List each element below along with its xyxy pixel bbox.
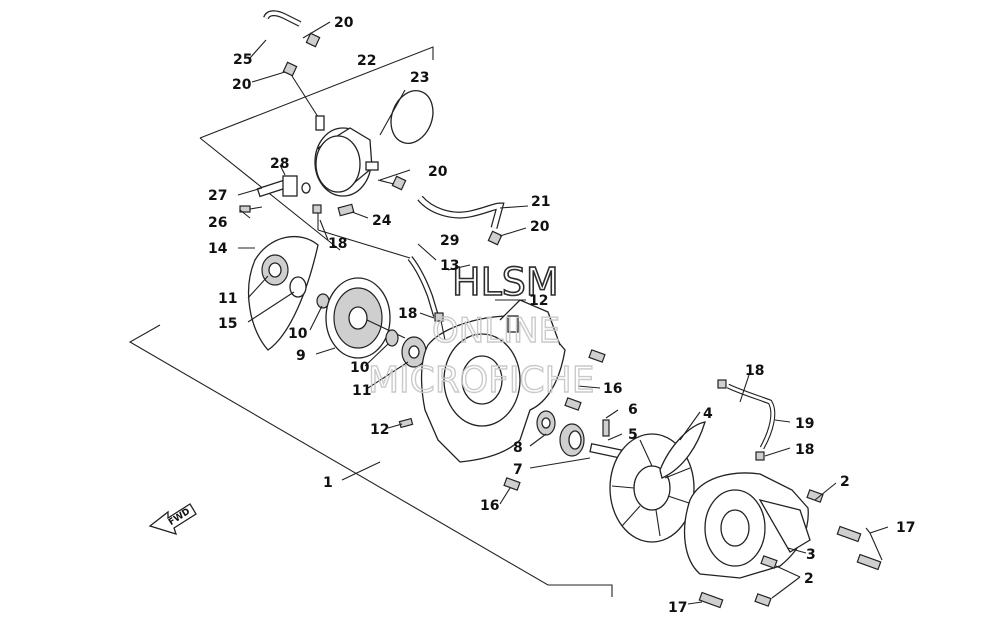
watermark-line2: ONLINE (432, 311, 560, 351)
watermark-line3: MICROFICHE (368, 360, 594, 401)
bearing-11-right (401, 336, 427, 368)
callout-label: 8 (513, 440, 523, 456)
callout-label: 25 (233, 52, 252, 68)
callout-label: 2 (840, 474, 850, 490)
pin-18-lower (434, 312, 444, 322)
pin-12-lower (398, 417, 414, 429)
callout-label: 17 (896, 520, 915, 536)
hose-21 (417, 195, 505, 229)
callout-label: 18 (795, 442, 814, 458)
callout-label: 6 (628, 402, 638, 418)
screws-17 (698, 525, 882, 609)
callout-label: 28 (270, 156, 289, 172)
hose-25 (263, 10, 302, 62)
screw-24 (337, 203, 355, 217)
screws-16 (503, 349, 606, 491)
clamp-20-top (305, 32, 321, 48)
fwd-arrow-icon: FWD (148, 503, 197, 535)
callout-label: 22 (357, 53, 376, 69)
fitting-27 (256, 175, 298, 198)
callout-label: 20 (530, 219, 550, 235)
hose-19 (726, 383, 776, 450)
seal-11-left (261, 254, 289, 286)
watermark-line1: HLSM (452, 260, 559, 304)
callout-label: 19 (795, 416, 814, 432)
clamp-20-mid (391, 175, 407, 191)
pin-18-upper (312, 204, 322, 214)
callout-label: 13 (440, 258, 459, 274)
pump-cover-3 (683, 472, 811, 579)
callout-label: 4 (703, 406, 713, 422)
gear-9 (325, 277, 406, 359)
ring-15 (289, 276, 307, 298)
callout-label: 18 (398, 306, 417, 322)
callout-label: 27 (208, 188, 227, 204)
callout-labels: 25 20 20 22 23 20 28 27 24 21 26 20 18 1… (208, 15, 915, 616)
callout-label: 10 (350, 360, 370, 376)
callout-label: 1 (323, 475, 333, 491)
housing-13 (420, 299, 566, 463)
hose-29 (407, 256, 439, 317)
screw-26 (239, 205, 263, 213)
callout-label: 2 (804, 571, 814, 587)
cap-23 (390, 90, 434, 144)
oring-28 (301, 182, 311, 194)
callout-label: 24 (372, 213, 392, 229)
callout-label: 29 (440, 233, 459, 249)
callout-label: 12 (370, 422, 389, 438)
assembly-bracket-1 (128, 324, 613, 597)
pin-6 (602, 419, 610, 437)
callout-label: 26 (208, 215, 227, 231)
clamp-20-right (487, 230, 503, 246)
callout-label: 18 (328, 236, 347, 252)
callout-label: 16 (603, 381, 622, 397)
impeller-4 (609, 421, 706, 543)
callout-label: 18 (745, 363, 764, 379)
callout-label: 20 (428, 164, 448, 180)
callout-label: 12 (529, 293, 548, 309)
callout-label: 15 (218, 316, 237, 332)
callout-label: 23 (410, 70, 429, 86)
leader-lines (237, 21, 889, 605)
callout-label: 7 (513, 462, 523, 478)
gasket-14 (247, 235, 319, 351)
seal-8 (536, 410, 556, 436)
callout-label: 5 (628, 427, 638, 443)
callout-label: 10 (288, 326, 308, 342)
callout-label: 9 (296, 348, 306, 364)
watermark: HLSM ONLINE MICROFICHE (367, 259, 595, 402)
pin-18-right (755, 451, 765, 461)
callout-label: 3 (806, 547, 816, 563)
callout-label: 20 (334, 15, 354, 31)
callout-label: 11 (218, 291, 237, 307)
callout-label: 20 (232, 77, 252, 93)
callout-label: 16 (480, 498, 499, 514)
bushing-7 (559, 423, 585, 457)
pin-18-right-top (717, 379, 727, 389)
reservoir-22 (314, 115, 379, 197)
callout-label: 11 (352, 383, 371, 399)
callout-label: 21 (531, 194, 550, 210)
callout-label: 14 (208, 241, 228, 257)
clamp-20-upper (282, 61, 298, 77)
washer-10-right (385, 329, 399, 347)
screws-2 (754, 489, 824, 607)
callout-label: 17 (668, 600, 687, 616)
assembly-bracket-22 (199, 46, 434, 251)
